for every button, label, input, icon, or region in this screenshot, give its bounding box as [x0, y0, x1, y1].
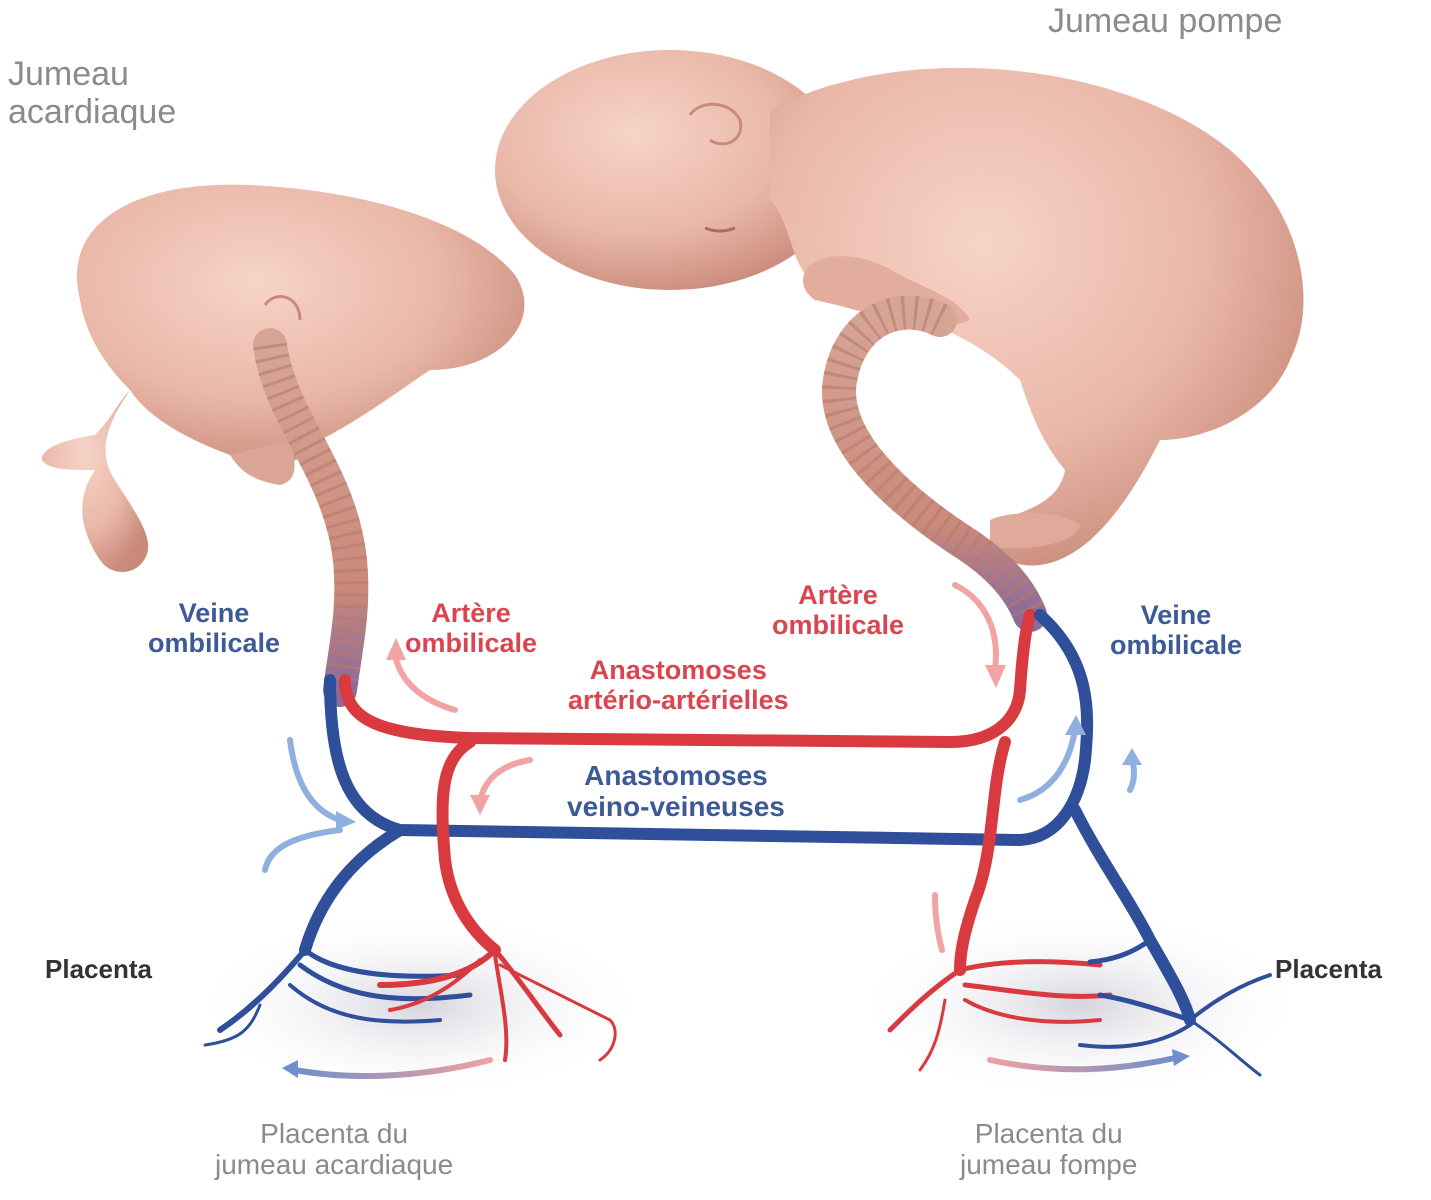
- label-acardiac-twin: Jumeau acardiaque: [8, 55, 177, 132]
- arrow-anast-arterial: [477, 757, 533, 803]
- label-artery-right: Artère ombilicale: [772, 580, 905, 641]
- vein-branch-left: [299, 824, 406, 956]
- arrow-artery-right: [952, 582, 999, 673]
- arterial-anastomosis: [339, 609, 1036, 749]
- label-placenta-pump-twin: Placenta du jumeau fompe: [960, 1118, 1138, 1181]
- arrow-placenta-right: [987, 1055, 1178, 1073]
- placenta-vessels-right: [887, 937, 1272, 1077]
- label-arterio-arterial-anastomoses: Anastomoses artério-artérielles: [568, 655, 789, 716]
- arrow-placenta-right-down: [932, 892, 945, 953]
- umbilical-cord-left: [253, 328, 369, 707]
- label-placenta-right: Placenta: [1275, 954, 1382, 984]
- arrow-vein-right: [1017, 727, 1078, 803]
- umbilical-cord-right: [822, 295, 1047, 632]
- label-pump-twin: Jumeau pompe: [1048, 2, 1283, 40]
- label-artery-left: Artère ombilicale: [405, 598, 538, 659]
- label-vein-right: Veine ombilicale: [1110, 600, 1243, 661]
- arrow-vein-left-2: [262, 827, 343, 873]
- artery-branch-right: [954, 736, 1011, 976]
- label-veno-venous-anastomoses: Anastomoses veino-veineuses: [567, 760, 785, 823]
- arrow-vein-left: [287, 737, 343, 823]
- arrow-artery-left: [392, 652, 458, 713]
- label-placenta-acardiac-twin: Placenta du jumeau acardiaque: [215, 1118, 454, 1181]
- vein-branch-right: [1069, 804, 1196, 1026]
- label-vein-left: Veine ombilicale: [148, 598, 281, 659]
- placenta-left-shadow: [190, 910, 650, 1100]
- venous-anastomosis: [324, 609, 1094, 847]
- label-placenta-left: Placenta: [45, 954, 152, 984]
- flow-arrows: [262, 582, 1190, 1079]
- arrow-placenta-left: [292, 1057, 493, 1079]
- artery-branch-left: [436, 736, 501, 956]
- acardiac-twin-figure: [41, 184, 525, 572]
- placenta-vessels-left: [203, 947, 617, 1062]
